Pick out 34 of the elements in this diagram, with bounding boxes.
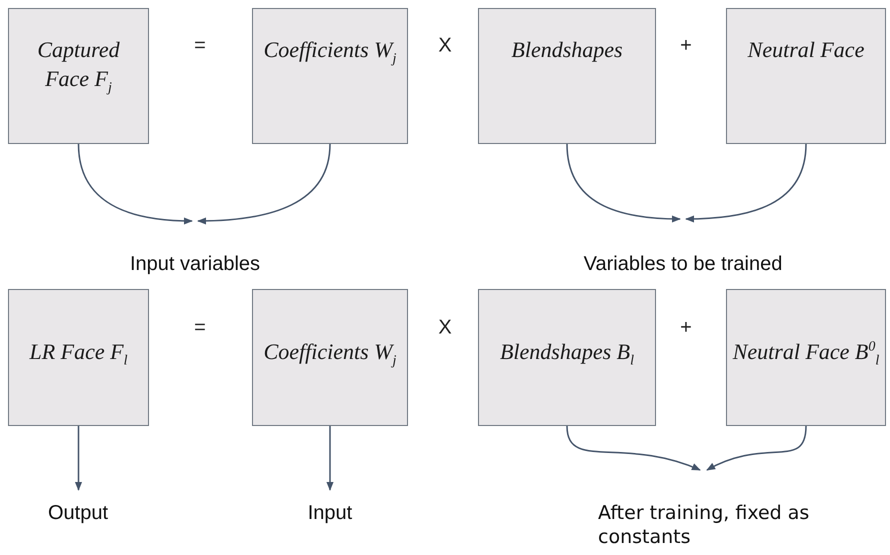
term-box	[478, 8, 656, 144]
term-box	[252, 8, 408, 144]
annotation-text: Input	[308, 501, 352, 526]
term-box	[252, 289, 408, 426]
term-box	[8, 289, 149, 426]
annotation-text: After training, fixed as constants	[598, 500, 810, 550]
arrow	[197, 144, 331, 224]
arrow	[706, 426, 807, 471]
operator: =	[194, 316, 206, 340]
math-term: Blendshapes	[511, 36, 623, 64]
term-box	[8, 8, 149, 144]
math-term: Captured Face F$_{j}$	[36, 36, 121, 93]
arrow	[566, 426, 701, 471]
arrow	[326, 426, 334, 491]
annotation-text: Variables to be trained	[584, 252, 782, 277]
operator: =	[194, 34, 206, 58]
term-box	[726, 289, 886, 426]
math-term: Blendshapes B$_{l}$	[500, 338, 634, 366]
operator: +	[680, 34, 692, 58]
math-term: Coefficients W$_{j}$	[264, 338, 396, 366]
arrow	[74, 426, 82, 491]
annotation-text: Output	[48, 501, 108, 526]
term-box	[726, 8, 886, 144]
operator: +	[680, 316, 692, 340]
arrow	[685, 144, 807, 222]
arrow	[78, 144, 193, 224]
math-term: LR Face F$_{l}$	[30, 338, 128, 366]
annotation-text: Input variables	[130, 252, 260, 277]
operator: X	[438, 34, 452, 58]
math-term: Coefficients W$_{j}$	[264, 36, 396, 64]
operator: X	[438, 316, 452, 340]
arrow	[566, 144, 681, 222]
math-term: Neutral Face	[748, 36, 864, 64]
term-box	[478, 289, 656, 426]
